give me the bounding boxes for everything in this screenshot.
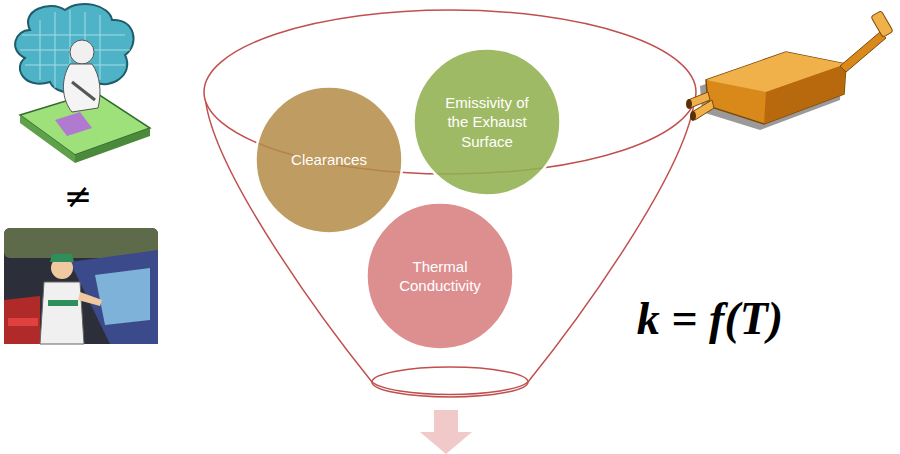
parameter-circle: Emissivity of the Exhaust Surface (412, 47, 562, 197)
mechanic-clipart (4, 228, 158, 344)
down-arrow (420, 410, 472, 454)
parameter-text: Thermal Conductivity (389, 257, 491, 296)
formula: k = f(T) (637, 292, 783, 345)
circle-shape (367, 203, 514, 350)
parameter-circle: Clearances (254, 85, 404, 235)
funnel (204, 10, 696, 397)
muffler-clipart (686, 11, 893, 130)
parameter-text: Emissivity of the Exhaust Surface (436, 93, 538, 152)
not-equal-sign: ≠ (64, 176, 93, 216)
circle-shape (414, 49, 561, 196)
designer-clipart (15, 4, 150, 163)
parameter-circle: Thermal Conductivity (365, 201, 515, 351)
parameter-text: Clearances (291, 150, 367, 170)
circle-shape (256, 87, 403, 234)
circle-outline (365, 201, 515, 351)
